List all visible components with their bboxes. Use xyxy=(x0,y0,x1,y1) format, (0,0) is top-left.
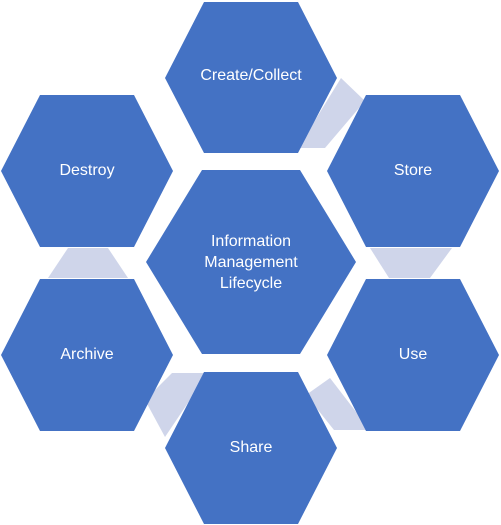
hexagon-share xyxy=(165,372,337,524)
stage-label-create-collect: Create/Collect xyxy=(200,67,302,84)
connector-use-share xyxy=(306,378,370,430)
hexagon-use xyxy=(327,279,499,431)
center-label-line-3: Lifecycle xyxy=(220,275,282,292)
stage-label-archive: Archive xyxy=(60,346,113,363)
hexagon-destroy xyxy=(1,95,173,247)
connector-create-store xyxy=(298,78,365,148)
stage-label-destroy: Destroy xyxy=(59,162,114,179)
hexagon-store xyxy=(327,95,499,247)
stage-label-use: Use xyxy=(399,346,428,363)
connector-store-use xyxy=(370,248,452,278)
hexagon-create-collect xyxy=(165,2,337,153)
center-label-line-2: Management xyxy=(204,254,298,271)
center-label-line-1: Information xyxy=(211,233,291,250)
hexagon-center xyxy=(146,170,356,354)
hexagon-archive xyxy=(1,279,173,431)
stage-label-share: Share xyxy=(230,439,273,456)
stage-label-store: Store xyxy=(394,162,432,179)
connector-share-archive xyxy=(145,373,208,437)
connector-archive-destroy xyxy=(48,248,128,278)
